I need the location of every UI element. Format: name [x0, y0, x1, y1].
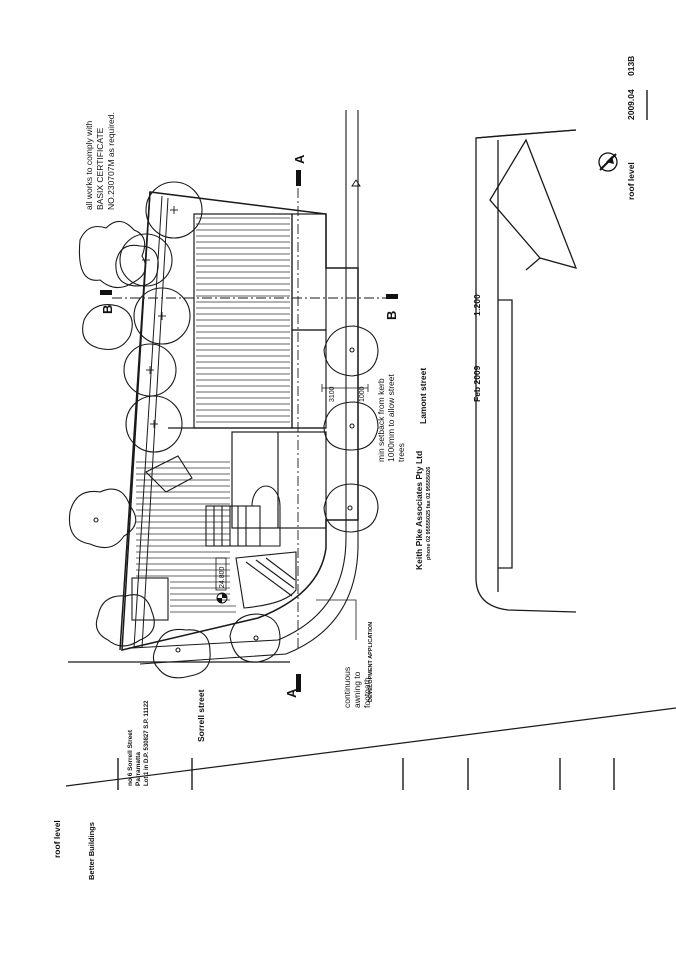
- tree-canopy: [229, 613, 281, 663]
- tree-canopy: [133, 287, 191, 345]
- datum-triangle-icon: [351, 179, 361, 187]
- title-block-frame: [117, 90, 648, 790]
- tree-canopy: [68, 488, 137, 549]
- section-a-bottom-label: A: [284, 688, 299, 698]
- roof-hatch-upper: [196, 217, 290, 423]
- architect-name: Keith Pike Associates Pty Ltd: [414, 451, 424, 570]
- opposite-building-block: [475, 129, 578, 613]
- lamont-street-lines: [131, 110, 359, 665]
- roof-level-tag: 24.800: [219, 566, 226, 588]
- architect-contact: phone 02 95555025 fax 02 95555026: [426, 467, 432, 560]
- tree-canopy: [175, 647, 181, 653]
- parapet-line: [133, 195, 169, 649]
- tree-canopy: [78, 220, 147, 289]
- awning-leader: [316, 599, 357, 640]
- dimension-3100: 3100: [329, 386, 336, 402]
- section-b-left-label: B: [100, 305, 115, 314]
- tree-canopy: [93, 517, 99, 523]
- basix-note-line-2: BASIX CERTIFICATE: [95, 127, 105, 210]
- awning-note-line-1: continuous: [342, 667, 352, 708]
- tree-canopy: [115, 244, 159, 287]
- drawing-title-label: roof level: [52, 820, 62, 858]
- section-markers: [100, 170, 398, 692]
- section-b-right-marker: [386, 294, 398, 299]
- tree-canopy: [323, 325, 379, 377]
- setback-note-line-1: min setback from kerb: [376, 378, 386, 462]
- stair-and-void: [131, 455, 297, 621]
- dimension-1000: 1000: [359, 386, 366, 402]
- setback-note-line-2: 1000mm to allow street: [386, 373, 396, 462]
- section-b-left-marker: [100, 290, 112, 295]
- section-a-top-label: A: [292, 154, 307, 164]
- drawing-number: 013B: [626, 56, 636, 76]
- section-lines: [112, 170, 388, 650]
- section-a-bottom-marker: [296, 674, 301, 692]
- section-b-right-label: B: [384, 311, 399, 320]
- north-arrow-icon: [598, 152, 618, 172]
- drawing-scale: 1:200: [472, 294, 482, 316]
- tree-canopy: [125, 395, 183, 453]
- building-outline: [119, 191, 359, 651]
- tree-canopy: [82, 304, 133, 351]
- company-name: Better Buildings: [87, 822, 96, 880]
- rl-marker: [215, 557, 228, 604]
- job-number: 2009.04: [626, 89, 636, 120]
- application-type: DEVELOPMENT APPLICATION: [368, 622, 374, 702]
- tree-canopy: [152, 628, 211, 679]
- sheet-title: roof level: [626, 162, 636, 200]
- tree-canopy: [253, 635, 259, 641]
- tree-canopy: [119, 233, 173, 287]
- roof-block-edges: [168, 213, 327, 529]
- awning-note-line-3: footpath: [362, 677, 372, 708]
- site-address-line-3: Lot 1 in D.P. 530827 S.P. 11122: [144, 700, 150, 786]
- street-trees: [68, 181, 379, 679]
- tree-canopy: [323, 483, 379, 533]
- tree-centre-marks: [142, 206, 178, 428]
- tree-canopy: [349, 347, 355, 353]
- tree-canopy: [145, 181, 203, 239]
- site-address-line-2: Parramatta: [135, 752, 142, 786]
- setback-note-line-3: trees: [396, 443, 406, 462]
- drawing-date: Feb 2009: [472, 365, 482, 402]
- sorrell-street-label: Sorrell street: [196, 689, 206, 742]
- tree-canopy: [349, 423, 355, 429]
- dimension-lines: [321, 384, 369, 392]
- section-a-top-marker: [296, 170, 301, 186]
- site-address-line-1: no 6 Sorrell Street: [127, 729, 134, 786]
- awning-note-line-2: awning to: [352, 671, 362, 708]
- tree-canopy: [347, 505, 353, 511]
- lamont-street-label: Lamont street: [418, 368, 428, 424]
- basix-note-line-3: NO.230707M as required.: [106, 112, 116, 210]
- tree-canopy: [323, 401, 379, 451]
- basix-note-line-1: all works to comply with: [84, 120, 94, 210]
- tree-canopy: [95, 594, 155, 647]
